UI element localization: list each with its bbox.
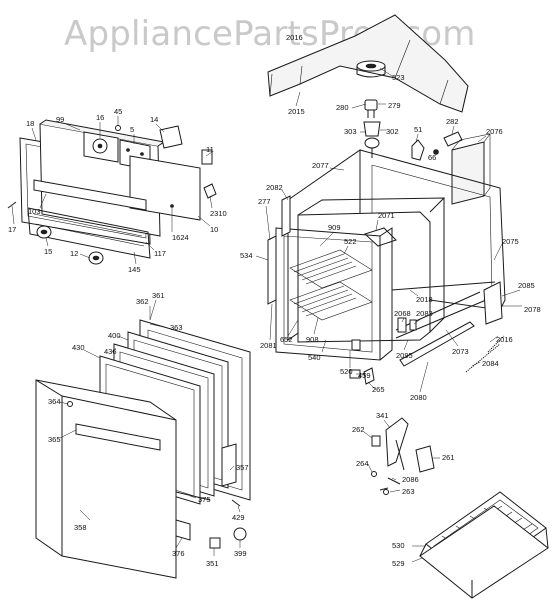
label-51: 51 <box>414 125 422 134</box>
label-117: 117 <box>154 249 166 258</box>
label-2084: 2084 <box>482 359 499 368</box>
label-652: 652 <box>280 335 293 344</box>
label-2078: 2078 <box>524 305 541 314</box>
label-909: 909 <box>328 223 341 232</box>
label-17: 17 <box>8 225 16 234</box>
label-358: 358 <box>74 523 87 532</box>
label-103: 103 <box>28 207 41 216</box>
label-14: 14 <box>150 115 158 124</box>
label-361: 361 <box>152 291 165 300</box>
label-2016-top: 2016 <box>286 33 303 42</box>
label-375: 375 <box>198 495 211 504</box>
label-522: 522 <box>344 237 357 246</box>
oven-racks <box>289 249 373 321</box>
label-2081: 2081 <box>260 341 277 350</box>
label-2077: 2077 <box>312 161 329 170</box>
label-2080: 2080 <box>410 393 427 402</box>
label-1624: 1624 <box>172 233 189 242</box>
label-99: 99 <box>56 115 64 124</box>
part-number-labels: 2015 2016 523 280 279 303 302 51 282 66 … <box>8 33 541 568</box>
label-2071: 2071 <box>378 211 395 220</box>
label-2015: 2015 <box>288 107 305 116</box>
label-341: 341 <box>376 411 389 420</box>
label-365: 365 <box>48 435 61 444</box>
label-534: 534 <box>240 251 253 260</box>
burner-523 <box>356 60 386 78</box>
label-11: 11 <box>206 145 214 154</box>
label-351: 351 <box>206 559 219 568</box>
label-263: 263 <box>402 487 415 496</box>
label-429: 429 <box>232 513 245 522</box>
label-303: 303 <box>344 127 357 136</box>
label-277: 277 <box>258 197 271 206</box>
label-10: 10 <box>210 225 218 234</box>
label-2095: 2095 <box>396 351 413 360</box>
label-2073: 2073 <box>452 347 469 356</box>
label-357: 357 <box>236 463 249 472</box>
label-15: 15 <box>44 247 52 256</box>
label-282: 282 <box>446 117 459 126</box>
insulation-2076 <box>451 133 491 205</box>
bracket-51 <box>411 139 439 161</box>
oven-door-assembly <box>35 319 251 579</box>
label-540: 540 <box>308 353 321 362</box>
label-264: 264 <box>356 459 369 468</box>
label-145: 145 <box>128 265 141 274</box>
label-5: 5 <box>130 125 134 134</box>
label-400: 400 <box>108 331 121 340</box>
label-2068: 2068 <box>394 309 411 318</box>
label-376: 376 <box>172 549 185 558</box>
label-364: 364 <box>48 397 61 406</box>
door-hinge-parts <box>371 417 435 495</box>
label-908: 908 <box>306 335 319 344</box>
label-265: 265 <box>372 385 385 394</box>
label-12: 12 <box>70 249 78 258</box>
label-523: 523 <box>392 73 405 82</box>
label-2310: 2310 <box>210 209 227 218</box>
label-2075: 2075 <box>502 237 519 246</box>
label-45: 45 <box>114 107 122 116</box>
control-panel <box>7 119 217 265</box>
label-302: 302 <box>386 127 399 136</box>
label-459: 459 <box>358 371 371 380</box>
label-2018: 2018 <box>416 295 433 304</box>
label-430: 430 <box>72 343 85 352</box>
orifice-303 <box>363 121 381 158</box>
valve-280 <box>364 99 378 118</box>
label-2016: 2016 <box>496 335 513 344</box>
label-520: 520 <box>340 367 353 376</box>
oven-body-2077 <box>267 149 506 385</box>
label-66: 66 <box>428 153 436 162</box>
label-399: 399 <box>234 549 247 558</box>
label-2082: 2082 <box>266 183 283 192</box>
part-282 <box>443 131 463 147</box>
label-18: 18 <box>26 119 34 128</box>
broiler-pan-530-529 <box>419 491 549 599</box>
label-16: 16 <box>96 113 104 122</box>
label-2085: 2085 <box>518 281 535 290</box>
label-529: 529 <box>392 559 405 568</box>
label-362: 362 <box>136 297 149 306</box>
leader-lines <box>11 67 522 563</box>
label-2076: 2076 <box>486 127 503 136</box>
label-261: 261 <box>442 453 455 462</box>
label-280: 280 <box>336 103 349 112</box>
label-436: 436 <box>104 347 117 356</box>
label-2086: 2086 <box>402 475 419 484</box>
label-262: 262 <box>352 425 365 434</box>
label-363: 363 <box>170 323 183 332</box>
label-279: 279 <box>388 101 401 110</box>
label-2083: 2083 <box>416 309 433 318</box>
label-530: 530 <box>392 541 405 550</box>
